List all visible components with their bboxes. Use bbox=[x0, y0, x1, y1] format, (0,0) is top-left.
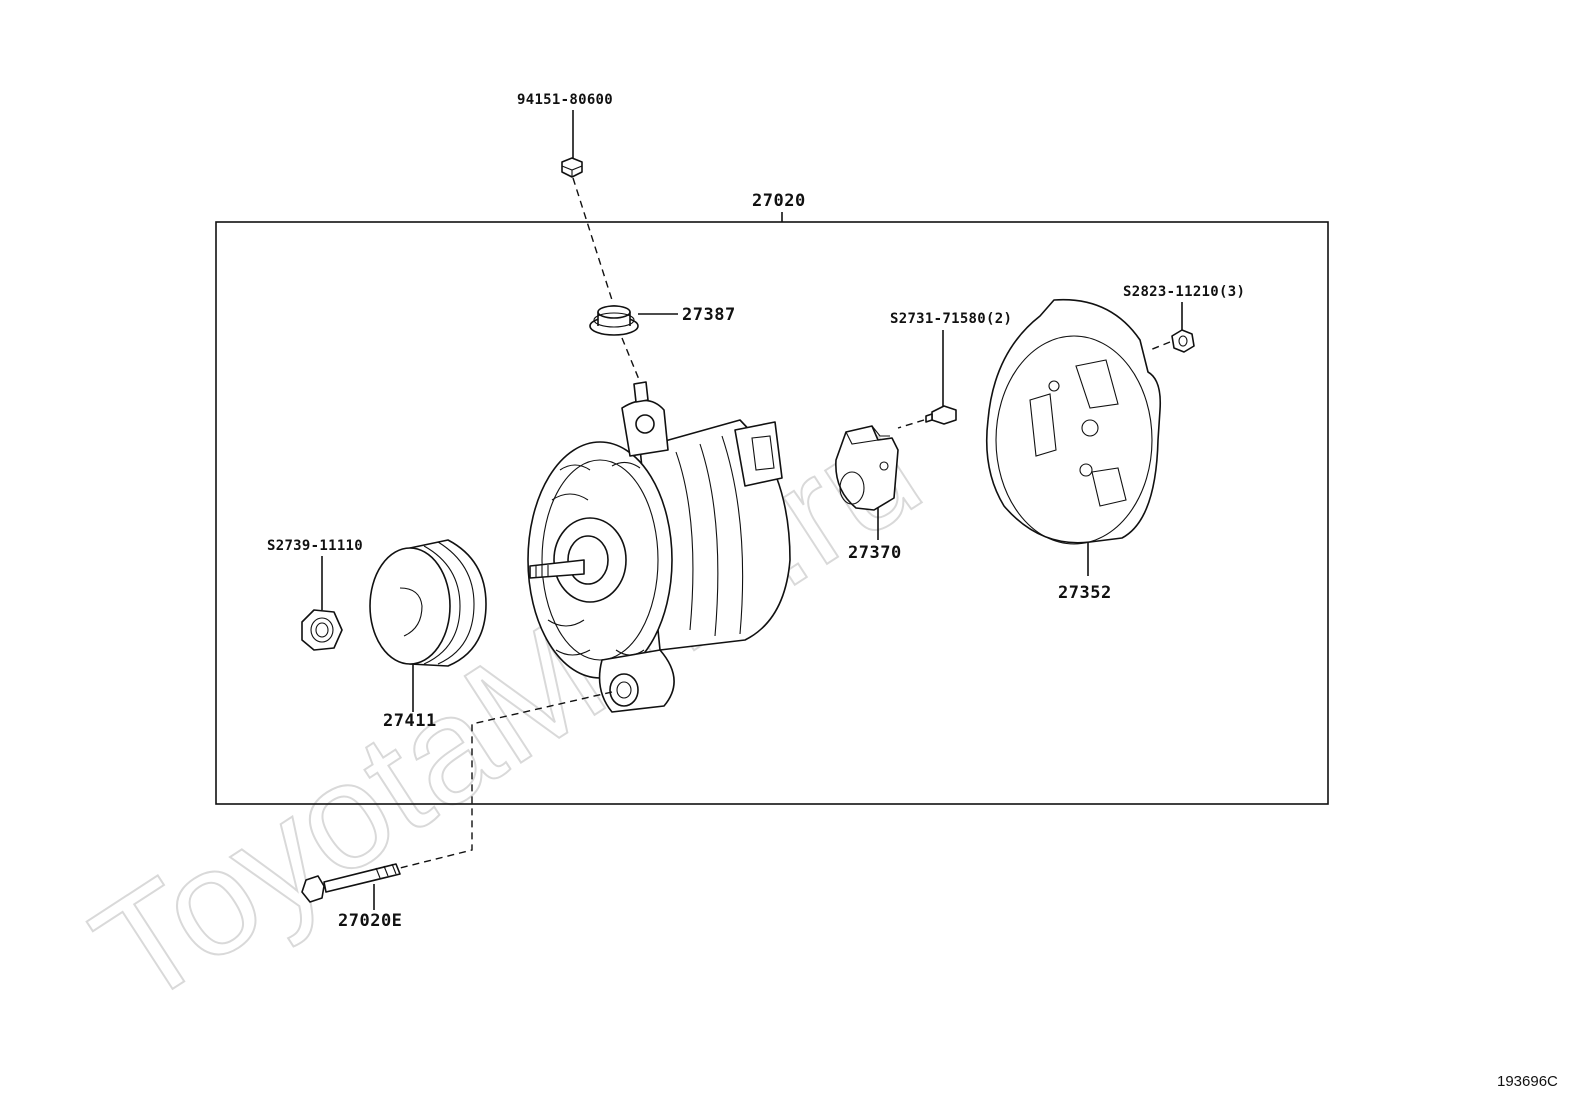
top-nut-part[interactable] bbox=[561, 157, 583, 178]
regulator-part[interactable] bbox=[835, 425, 899, 511]
watermark: ToyotaMine.ru bbox=[66, 383, 948, 1037]
alternator-body-part[interactable] bbox=[527, 381, 791, 713]
terminal-cap-part[interactable] bbox=[589, 305, 639, 336]
callout-label-cap[interactable]: 27387 bbox=[682, 305, 736, 325]
screw-part[interactable] bbox=[925, 405, 957, 425]
rear-cover-part[interactable] bbox=[985, 298, 1162, 545]
leader-bolt bbox=[399, 691, 613, 869]
callout-label-rear-cover[interactable]: 27352 bbox=[1058, 583, 1112, 603]
pulley-nut-part[interactable] bbox=[301, 609, 343, 651]
bolt-part[interactable] bbox=[301, 863, 401, 903]
cover-nut-part[interactable] bbox=[1171, 329, 1195, 353]
callout-label-bolt[interactable]: 27020E bbox=[338, 911, 402, 931]
callout-label-screw[interactable]: S2731-71580(2) bbox=[890, 311, 1012, 327]
assembly-number-label[interactable]: 27020 bbox=[752, 191, 806, 211]
callout-label-nut-cover[interactable]: S2823-11210(3) bbox=[1123, 284, 1245, 300]
assembly-boundary bbox=[215, 221, 1329, 805]
leader-nut-top bbox=[572, 177, 613, 301]
callout-label-nut-pulley[interactable]: S2739-11110 bbox=[267, 538, 363, 554]
callout-label-nut-top[interactable]: 94151-80600 bbox=[517, 92, 613, 108]
callout-label-regulator[interactable]: 27370 bbox=[848, 543, 902, 563]
pulley-part[interactable] bbox=[369, 539, 487, 667]
figure-reference: 193696C bbox=[1497, 1073, 1558, 1090]
callout-label-pulley[interactable]: 27411 bbox=[383, 711, 437, 731]
